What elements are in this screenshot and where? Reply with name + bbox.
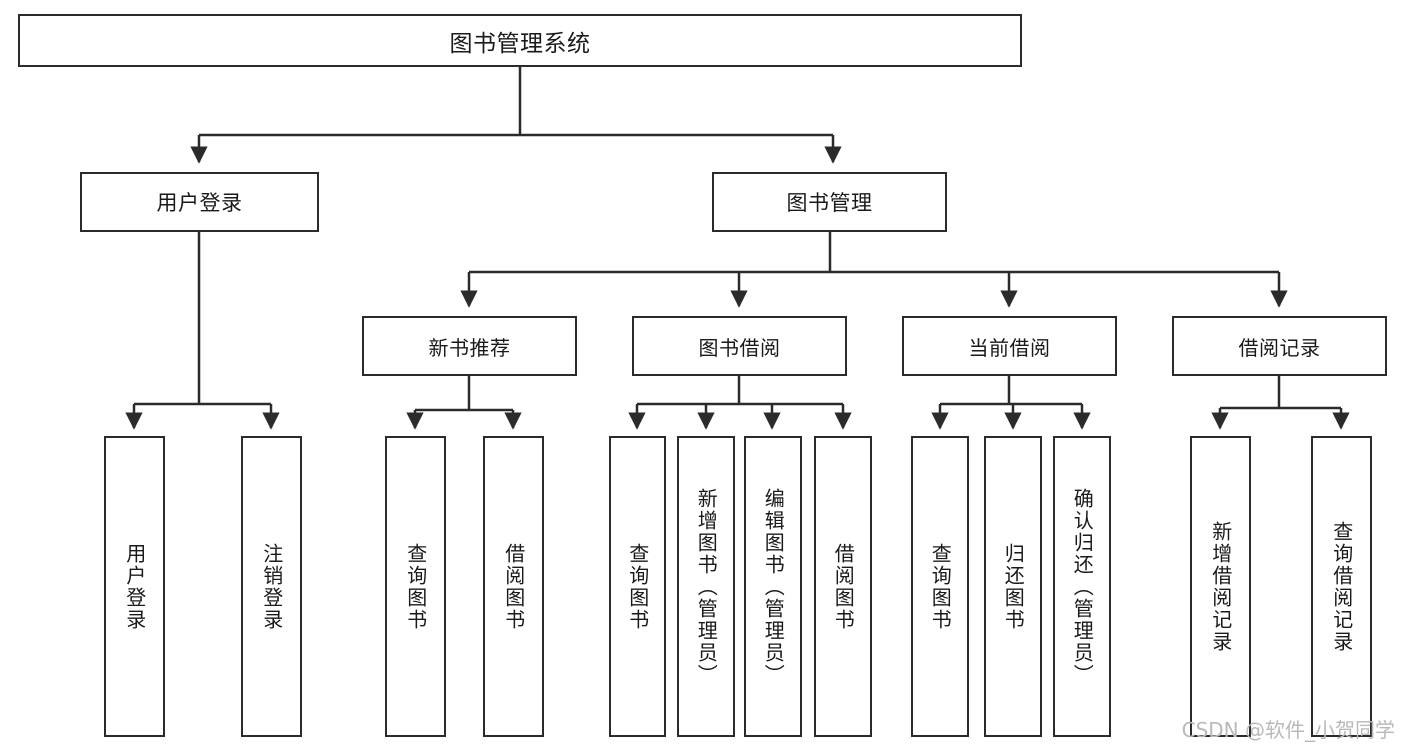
leaf-add-book-admin-label: 新增图书（管理员） bbox=[694, 487, 719, 686]
leaf-query-book-current[interactable]: 查询图书 bbox=[911, 436, 969, 737]
leaf-borrow-book-recommend-label: 借阅图书 bbox=[501, 542, 526, 631]
leaf-confirm-return-admin-label: 确认归还（管理员） bbox=[1070, 487, 1095, 686]
node-book-borrow[interactable]: 图书借阅 bbox=[632, 316, 847, 376]
leaf-return-book[interactable]: 归还图书 bbox=[984, 436, 1042, 737]
node-current-borrow-label: 当前借阅 bbox=[968, 335, 1051, 360]
leaf-query-book-borrow-label: 查询图书 bbox=[625, 542, 650, 631]
node-current-borrow[interactable]: 当前借阅 bbox=[902, 316, 1117, 376]
leaf-add-borrow-record-label: 新增借阅记录 bbox=[1208, 520, 1233, 653]
node-borrow-record-label: 借阅记录 bbox=[1238, 335, 1321, 360]
leaf-borrow-book-recommend[interactable]: 借阅图书 bbox=[483, 436, 544, 737]
leaf-logout-label: 注销登录 bbox=[259, 542, 284, 631]
leaf-query-borrow-record[interactable]: 查询借阅记录 bbox=[1311, 436, 1372, 737]
leaf-user-login[interactable]: 用户登录 bbox=[104, 436, 165, 737]
node-root[interactable]: 图书管理系统 bbox=[18, 14, 1022, 67]
node-root-label: 图书管理系统 bbox=[449, 30, 591, 57]
node-new-book-recommend[interactable]: 新书推荐 bbox=[362, 316, 577, 376]
leaf-query-book-current-label: 查询图书 bbox=[928, 542, 953, 631]
leaf-edit-book-admin[interactable]: 编辑图书（管理员） bbox=[744, 436, 802, 737]
node-new-book-recommend-label: 新书推荐 bbox=[428, 335, 511, 360]
leaf-confirm-return-admin[interactable]: 确认归还（管理员） bbox=[1053, 436, 1111, 737]
leaf-add-book-admin[interactable]: 新增图书（管理员） bbox=[677, 436, 735, 737]
leaf-add-borrow-record[interactable]: 新增借阅记录 bbox=[1190, 436, 1251, 737]
node-book-borrow-label: 图书借阅 bbox=[698, 335, 781, 360]
leaf-query-book-recommend-label: 查询图书 bbox=[403, 542, 428, 631]
leaf-borrow-book-label: 借阅图书 bbox=[831, 542, 856, 631]
leaf-user-login-label: 用户登录 bbox=[122, 542, 147, 631]
leaf-query-borrow-record-label: 查询借阅记录 bbox=[1329, 520, 1354, 653]
leaf-edit-book-admin-label: 编辑图书（管理员） bbox=[761, 487, 786, 686]
leaf-query-book-borrow[interactable]: 查询图书 bbox=[609, 436, 666, 737]
node-borrow-record[interactable]: 借阅记录 bbox=[1172, 316, 1387, 376]
leaf-borrow-book[interactable]: 借阅图书 bbox=[814, 436, 872, 737]
node-user-login-label: 用户登录 bbox=[156, 191, 243, 215]
node-book-management[interactable]: 图书管理 bbox=[712, 172, 947, 232]
leaf-query-book-recommend[interactable]: 查询图书 bbox=[385, 436, 446, 737]
leaf-logout[interactable]: 注销登录 bbox=[241, 436, 302, 737]
node-user-login[interactable]: 用户登录 bbox=[80, 172, 319, 232]
leaf-return-book-label: 归还图书 bbox=[1001, 542, 1026, 631]
node-book-management-label: 图书管理 bbox=[786, 191, 873, 215]
